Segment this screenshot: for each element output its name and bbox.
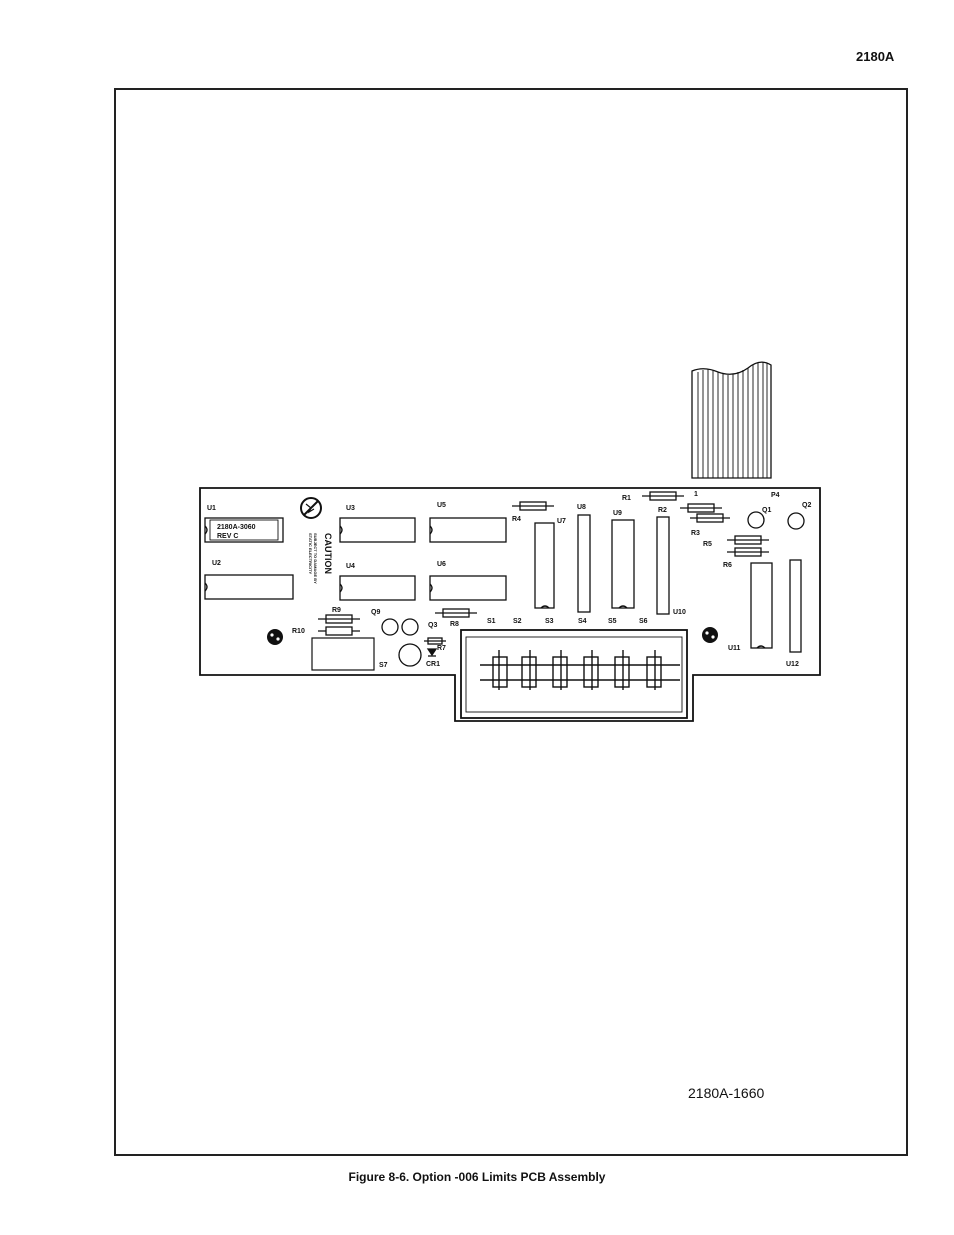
- caution-title: CAUTION: [323, 533, 333, 574]
- label-u4: U4: [346, 563, 355, 570]
- label-cr1: CR1: [426, 661, 440, 668]
- label-r8: R8: [450, 621, 459, 628]
- label-s1: S1: [487, 618, 496, 625]
- resistor-r5: [727, 535, 769, 545]
- figure-caption: Figure 8-6. Option -006 Limits PCB Assem…: [348, 1170, 606, 1184]
- resistor-r4: [512, 501, 554, 511]
- ic-u12: [789, 559, 802, 653]
- label-u7: U7: [557, 518, 566, 525]
- label-u11: U11: [728, 645, 741, 652]
- ic-u4: [339, 575, 416, 601]
- resistor-r10: [318, 626, 360, 636]
- label-u9: U9: [613, 510, 622, 517]
- transistor-q3: [401, 618, 419, 636]
- label-r5: R5: [703, 541, 712, 548]
- resistor-r2: [680, 503, 722, 513]
- esd-caution-icon: [300, 497, 322, 519]
- label-r7: R7: [437, 645, 446, 652]
- transistor-q2: [787, 512, 805, 530]
- mounting-hole-right: [702, 627, 718, 643]
- label-s5: S5: [608, 618, 617, 625]
- part-label-rev: REV C: [217, 533, 238, 540]
- label-r3: R3: [691, 530, 700, 537]
- part-label-number: 2180A-3060: [217, 524, 256, 531]
- label-r10: R10: [292, 628, 305, 635]
- transistor-q9: [381, 618, 399, 636]
- label-u6: U6: [437, 561, 446, 568]
- ic-u11: [750, 562, 773, 649]
- label-p4: P4: [771, 492, 780, 499]
- label-s4: S4: [578, 618, 587, 625]
- label-u10: U10: [673, 609, 686, 616]
- ic-u1: [204, 517, 284, 543]
- resistor-r9: [318, 614, 360, 624]
- ic-u8: [577, 514, 591, 613]
- resistor-r3: [690, 513, 730, 523]
- label-r9: R9: [332, 607, 341, 614]
- label-r4: R4: [512, 516, 521, 523]
- ic-u3: [339, 517, 416, 543]
- label-s7: S7: [379, 662, 388, 669]
- resistor-r1: [642, 491, 684, 501]
- label-r2: R2: [658, 507, 667, 514]
- label-u3: U3: [346, 505, 355, 512]
- transistor-q1: [747, 511, 765, 529]
- diode-cr1: [426, 648, 438, 657]
- label-u8: U8: [577, 504, 586, 511]
- ic-u2: [204, 574, 294, 600]
- ic-u7: [534, 522, 555, 609]
- label-s2: S2: [513, 618, 522, 625]
- label-q3: Q3: [428, 622, 437, 629]
- resistor-r7: [424, 637, 446, 645]
- figure-frame: [114, 88, 908, 1156]
- ribbon-cable: [691, 361, 772, 479]
- label-u1: U1: [207, 505, 216, 512]
- ic-u6: [429, 575, 507, 601]
- label-u2: U2: [212, 560, 221, 567]
- caution-line-2: STATIC ELECTRICITY: [308, 533, 313, 575]
- switch-block-s1-s6: [460, 629, 688, 719]
- label-r6: R6: [723, 562, 732, 569]
- drawing-number: 2180A-1660: [688, 1085, 765, 1101]
- label-q2: Q2: [802, 502, 811, 509]
- resistor-r6: [727, 547, 769, 557]
- switch-s7: [311, 637, 422, 671]
- label-p4-pin1: 1: [694, 491, 698, 498]
- ic-u9: [611, 519, 635, 609]
- label-u12: U12: [786, 661, 799, 668]
- resistor-r8: [435, 608, 477, 618]
- ic-u5: [429, 517, 507, 543]
- part-label-box: [209, 519, 279, 541]
- page-header-model: 2180A: [856, 49, 895, 64]
- label-s6: S6: [639, 618, 648, 625]
- mounting-hole-left: [267, 629, 283, 645]
- label-q1: Q1: [762, 507, 771, 514]
- label-s3: S3: [545, 618, 554, 625]
- label-q9: Q9: [371, 609, 380, 616]
- pcb-outline: [199, 487, 821, 722]
- label-u5: U5: [437, 502, 446, 509]
- caution-line-1: SUBJECT TO DAMAGE BY: [313, 533, 318, 584]
- ic-u10: [656, 516, 670, 615]
- label-r1: R1: [622, 495, 631, 502]
